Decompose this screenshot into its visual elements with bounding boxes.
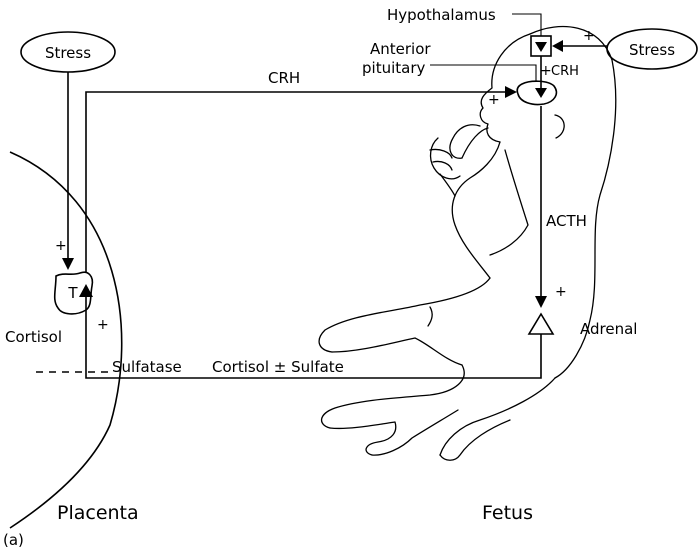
stress-right-label: Stress [629, 41, 675, 59]
hypothalamus-pointer [512, 14, 541, 36]
sulfatase-label: Sulfatase [112, 358, 182, 376]
crh-fetal-label: CRH [551, 64, 579, 79]
anterior-pituitary-label-line1: Anterior [370, 40, 431, 58]
arrowhead [62, 258, 74, 270]
plus-sign: + [583, 28, 595, 44]
plus-sign: + [488, 92, 500, 108]
placenta-label: Placenta [57, 502, 139, 524]
fetus-label: Fetus [482, 502, 533, 524]
panel-label: (a) [3, 531, 24, 549]
anterior-pituitary-node [517, 81, 556, 104]
acth-label: ACTH [546, 212, 587, 230]
crh-line [86, 92, 505, 272]
crh-main-label: CRH [268, 69, 300, 87]
trophoblast-label: T [67, 284, 78, 302]
hypothalamus-label: Hypothalamus [387, 6, 496, 24]
anterior-pituitary-label-line2: pituitary [362, 59, 425, 77]
plus-sign: + [97, 317, 109, 333]
adrenal-node [529, 314, 553, 334]
stress-left-label: Stress [45, 44, 91, 62]
arrowhead [552, 40, 563, 52]
arrowhead [535, 88, 547, 98]
adrenal-label: Adrenal [580, 320, 637, 338]
arrowhead [535, 296, 547, 308]
arrowhead [535, 42, 547, 52]
plus-sign: + [555, 284, 567, 300]
cortisol-sulfate-label: Cortisol ± Sulfate [212, 358, 344, 376]
cortisol-label: Cortisol [5, 328, 62, 346]
plus-sign: + [540, 63, 552, 79]
pituitary-pointer [430, 65, 536, 82]
plus-sign: + [55, 238, 67, 254]
arrowhead [505, 86, 517, 98]
